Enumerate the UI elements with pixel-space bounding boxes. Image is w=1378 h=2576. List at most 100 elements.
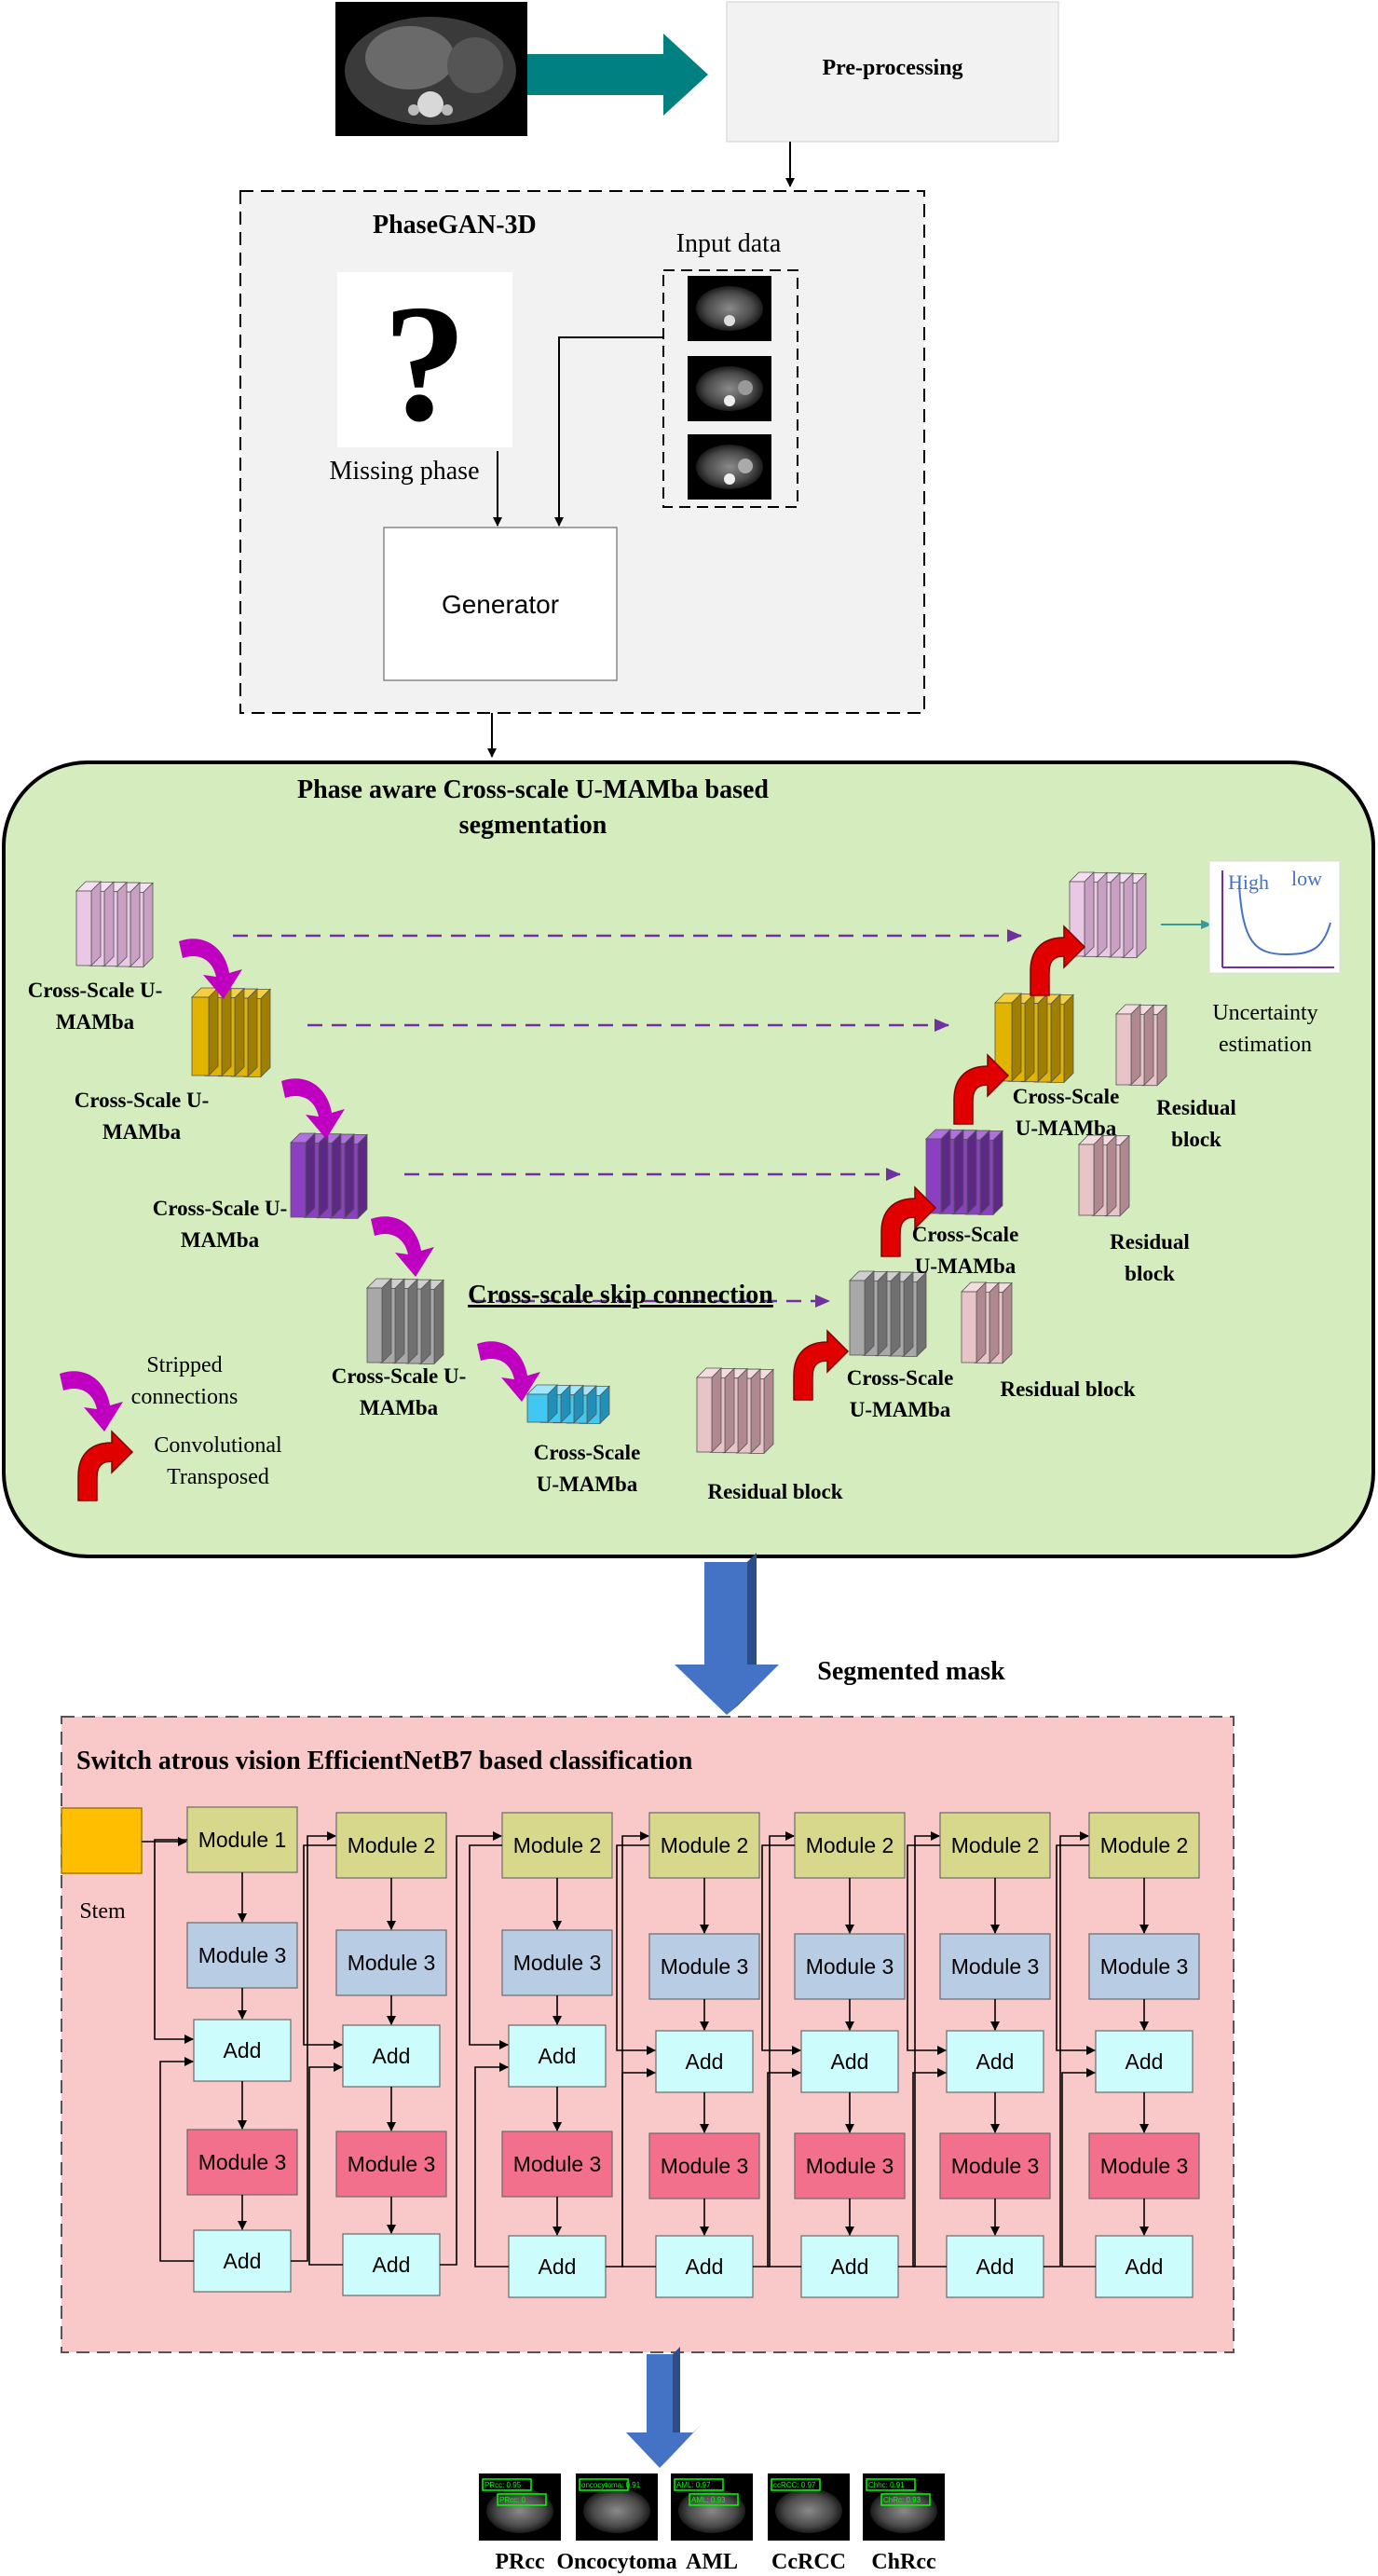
svg-text:Add: Add [539, 2254, 577, 2279]
output-label: PRcc [495, 2550, 545, 2574]
dec3-stack [994, 993, 1074, 1084]
legend-stripped-line2: connections [131, 1385, 239, 1409]
svg-text:Add: Add [976, 2254, 1015, 2279]
svg-text:Add: Add [224, 2249, 262, 2273]
dec1-label-line2: U-MAMba [850, 1398, 951, 1421]
add-box: Add [193, 2019, 292, 2082]
residual-mid-stack [961, 1281, 1013, 1364]
svg-text:Add: Add [1126, 2254, 1164, 2279]
enc4-label-line1: Cross-Scale U- [332, 1364, 467, 1388]
enc2-stack [191, 987, 271, 1078]
legend-stripped-icon [60, 1371, 123, 1432]
residual3-label-line2: block [1171, 1128, 1221, 1151]
add-box: Add [193, 2229, 292, 2293]
segmentation-title-line2: segmentation [459, 811, 607, 840]
module-2-box: Module 2 [939, 1812, 1051, 1879]
svg-text:Module 3: Module 3 [1100, 1954, 1189, 1979]
svg-text:Module 2: Module 2 [348, 1833, 436, 1857]
module-2-box: Module 2 [1088, 1812, 1200, 1879]
enc3-label-line2: MAMba [181, 1228, 260, 1252]
module-1-box: Module 1 [186, 1806, 298, 1873]
input-data-box [662, 269, 798, 508]
skip-connection-label: Cross-scale skip connection [468, 1281, 773, 1309]
stripped-connection-arrows [179, 939, 540, 1402]
stem-box [61, 1807, 143, 1874]
svg-text:Module 2: Module 2 [951, 1833, 1040, 1857]
svg-text:Add: Add [686, 2254, 724, 2279]
output-oncocytoma-tile: oncocytoma: 0.91 [576, 2473, 658, 2541]
svg-text:AML: 0.93: AML: 0.93 [691, 2496, 726, 2504]
output-arrow [626, 2347, 701, 2468]
svg-text:Add: Add [224, 2038, 262, 2062]
module-3-box: Module 3 [1088, 1933, 1200, 2000]
svg-text:Module 3: Module 3 [348, 2152, 436, 2176]
bottleneck-label-line1: Cross-Scale [534, 1441, 641, 1464]
bottleneck-stack [526, 1384, 610, 1425]
residual2-label-line1: Residual [1110, 1230, 1190, 1254]
module-3-box: Module 3 [501, 1929, 613, 1996]
svg-text:ccRCC: 0.97: ccRCC: 0.97 [773, 2481, 816, 2489]
enc2-label-line1: Cross-Scale U- [75, 1089, 210, 1112]
svg-text:Module 3: Module 3 [661, 2154, 749, 2178]
svg-text:Module 3: Module 3 [951, 1954, 1040, 1979]
add-box: Add [508, 2024, 607, 2088]
residual2-stack [1078, 1134, 1130, 1217]
preprocessing-box [726, 1, 1059, 143]
add-box: Add [800, 2030, 899, 2093]
svg-text:Module 3: Module 3 [513, 2152, 602, 2176]
legend-conv-icon [77, 1430, 134, 1501]
enc3-stack [290, 1132, 368, 1220]
teal-flow-arrow [527, 34, 708, 116]
residual-bottom-stack [696, 1367, 774, 1455]
module-3-box: Module 3 [648, 1933, 760, 2000]
module-2-box: Module 2 [648, 1812, 760, 1879]
phasegan-title: PhaseGAN-3D [373, 211, 537, 240]
svg-text:Module 3: Module 3 [198, 2150, 287, 2174]
output-label: AML [686, 2550, 738, 2574]
missing-phase-box [337, 272, 512, 447]
bottleneck-label-line2: U-MAMba [537, 1473, 638, 1496]
enc4-label-line2: MAMba [360, 1396, 439, 1419]
input-data-label: Input data [676, 229, 782, 258]
stem-label: Stem [79, 1899, 126, 1924]
classification-title: Switch atrous vision EfficientNetB7 base… [76, 1747, 693, 1775]
uncertainty-label-line2: estimation [1219, 1033, 1312, 1057]
module-3-box: Module 3 [335, 1929, 447, 1996]
module-3-red-box: Module 3 [1088, 2132, 1200, 2199]
dec2-label-line1: Cross-Scale [912, 1223, 1019, 1246]
svg-text:ChRc: 0.93: ChRc: 0.93 [883, 2496, 921, 2504]
add-box: Add [1095, 2030, 1194, 2093]
module-3-red-box: Module 3 [648, 2132, 760, 2199]
add-box: Add [342, 2233, 441, 2296]
question-mark-icon: ? [383, 270, 467, 456]
svg-text:Add: Add [831, 2254, 869, 2279]
add-box: Add [342, 2024, 441, 2088]
module-3-box: Module 3 [794, 1933, 906, 2000]
segmentation-title-line1: Phase aware Cross-scale U-MAMba based [297, 775, 769, 804]
svg-text:Module 2: Module 2 [1100, 1833, 1189, 1857]
svg-text:Module 3: Module 3 [198, 1943, 287, 1967]
segmented-mask-label: Segmented mask [817, 1657, 1005, 1686]
svg-text:Module 2: Module 2 [806, 1833, 894, 1857]
svg-text:Add: Add [1126, 2049, 1164, 2074]
svg-text:Add: Add [831, 2049, 869, 2074]
svg-text:Module 3: Module 3 [513, 1951, 602, 1975]
svg-text:Add: Add [373, 2044, 411, 2068]
svg-text:Add: Add [539, 2044, 577, 2068]
residual3-stack [1115, 1004, 1167, 1087]
output-ccrcc-tile: ccRCC: 0.97 [768, 2473, 850, 2541]
output-label: Oncocytoma [556, 2550, 676, 2574]
add-box: Add [946, 2235, 1044, 2298]
add-box: Add [655, 2030, 754, 2093]
generator-label: Generator [442, 590, 559, 619]
svg-text:Module 3: Module 3 [951, 2154, 1040, 2178]
residual2-label-line2: block [1125, 1262, 1175, 1285]
module-3-red-box: Module 3 [939, 2132, 1051, 2199]
dec1-label-line1: Cross-Scale [847, 1366, 954, 1390]
module-3-box: Module 3 [939, 1933, 1051, 2000]
skip-connection-arrows [233, 929, 1022, 1308]
svg-text:Module 2: Module 2 [513, 1833, 602, 1857]
